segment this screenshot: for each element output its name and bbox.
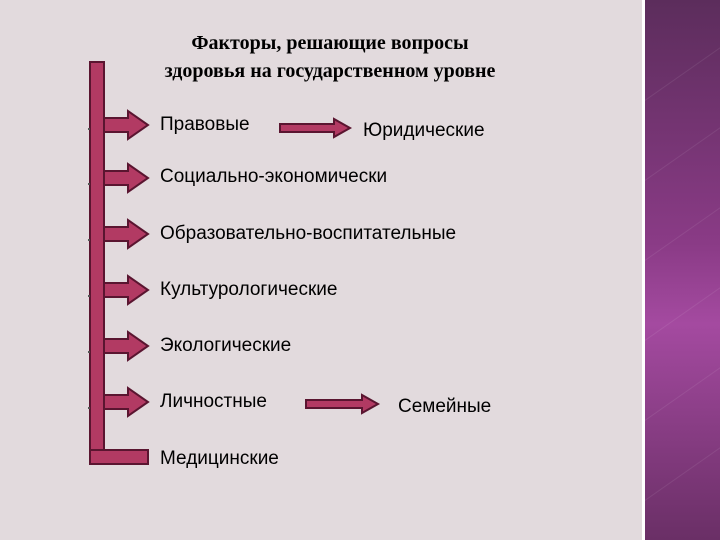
factor-sub-label-yuridicheskie: Юридические bbox=[363, 120, 485, 141]
sub-arrow-pravovye-yuridicheskie bbox=[279, 117, 353, 139]
bullet-dot bbox=[88, 128, 90, 130]
bullet-dot bbox=[88, 239, 90, 241]
factor-sub-label-semeynye: Семейные bbox=[398, 396, 492, 417]
factor-label-pravovye: Правовые bbox=[160, 114, 250, 135]
title-line-1: Факторы, решающие вопросы bbox=[191, 32, 469, 54]
title-line-2: здоровья на государственном уровне bbox=[164, 60, 496, 82]
branch-arrow-lichnostnye bbox=[103, 386, 150, 418]
decorative-side-panel bbox=[642, 0, 720, 540]
branch-arrow-pravovye bbox=[103, 109, 150, 141]
bullet-dot bbox=[88, 351, 90, 353]
bottom-connector-bar bbox=[89, 449, 149, 465]
bullet-dot bbox=[88, 183, 90, 185]
vertical-connector-bar bbox=[89, 61, 105, 465]
factor-label-lichnostnye: Личностные bbox=[160, 391, 267, 412]
factor-label-ekologicheskie: Экологические bbox=[160, 335, 292, 356]
branch-arrow-kulturologicheskie bbox=[103, 274, 150, 306]
sub-arrow-lichnostnye-semeynye bbox=[305, 393, 381, 415]
factor-label-obrazovatelno-vospitatelnye: Образовательно-воспитательные bbox=[160, 223, 457, 244]
bullet-dot bbox=[88, 407, 90, 409]
factor-label-kulturologicheskie: Культурологические bbox=[160, 279, 338, 300]
branch-arrow-socialno-ekonomicheski bbox=[103, 162, 150, 194]
bullet-dot bbox=[88, 295, 90, 297]
branch-arrow-ekologicheskie bbox=[103, 330, 150, 362]
factor-label-socialno-ekonomicheski: Социально-экономически bbox=[160, 166, 388, 187]
factor-label-medicinskie: Медицинские bbox=[160, 448, 279, 469]
branch-arrow-obrazovatelno-vospitatelnye bbox=[103, 218, 150, 250]
